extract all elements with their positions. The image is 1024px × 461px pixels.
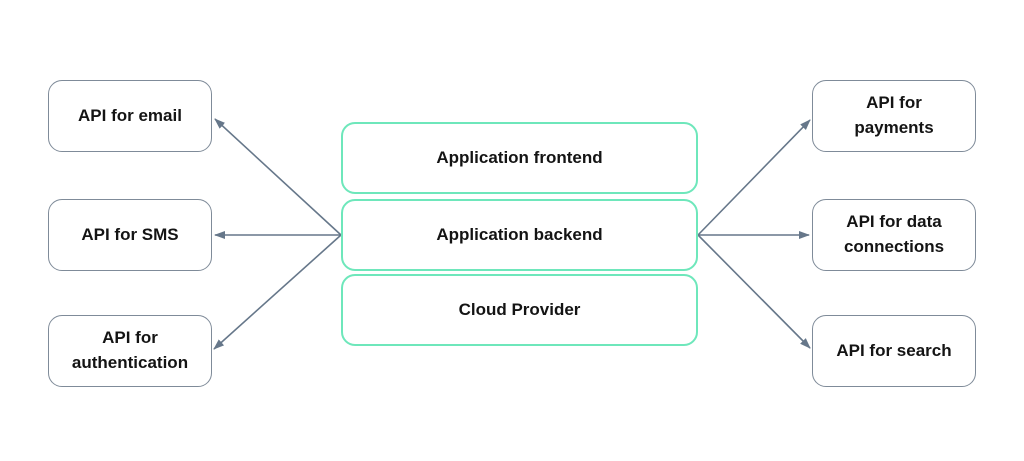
node-api-for-email: API for email	[48, 80, 212, 152]
node-application-frontend: Application frontend	[341, 122, 698, 194]
arrow-backend-to-api-payments	[697, 119, 811, 236]
node-application-backend: Application backend	[341, 199, 698, 271]
node-label: API for payments	[854, 93, 934, 137]
node-label: Application frontend	[436, 147, 603, 167]
arrow-backend-to-api-search	[697, 234, 811, 349]
node-api-for-authentication: API for authentication	[48, 315, 212, 387]
node-cloud-provider: Cloud Provider	[341, 274, 698, 346]
node-label: API for email	[78, 105, 182, 125]
arrow-backend-to-api-email	[214, 118, 342, 236]
node-label: API for data connections	[843, 212, 945, 256]
node-label: API for SMS	[81, 224, 179, 244]
arrow-backend-to-api-authentication	[213, 234, 342, 350]
node-label: Cloud Provider	[458, 299, 581, 319]
node-label: Application backend	[436, 224, 603, 244]
node-api-for-sms: API for SMS	[48, 199, 212, 271]
node-label: API for authentication	[71, 328, 189, 372]
node-api-for-data-connections: API for data connections	[812, 199, 976, 271]
node-label: API for search	[836, 340, 952, 360]
node-api-for-search: API for search	[812, 315, 976, 387]
node-api-for-payments: API for payments	[812, 80, 976, 152]
